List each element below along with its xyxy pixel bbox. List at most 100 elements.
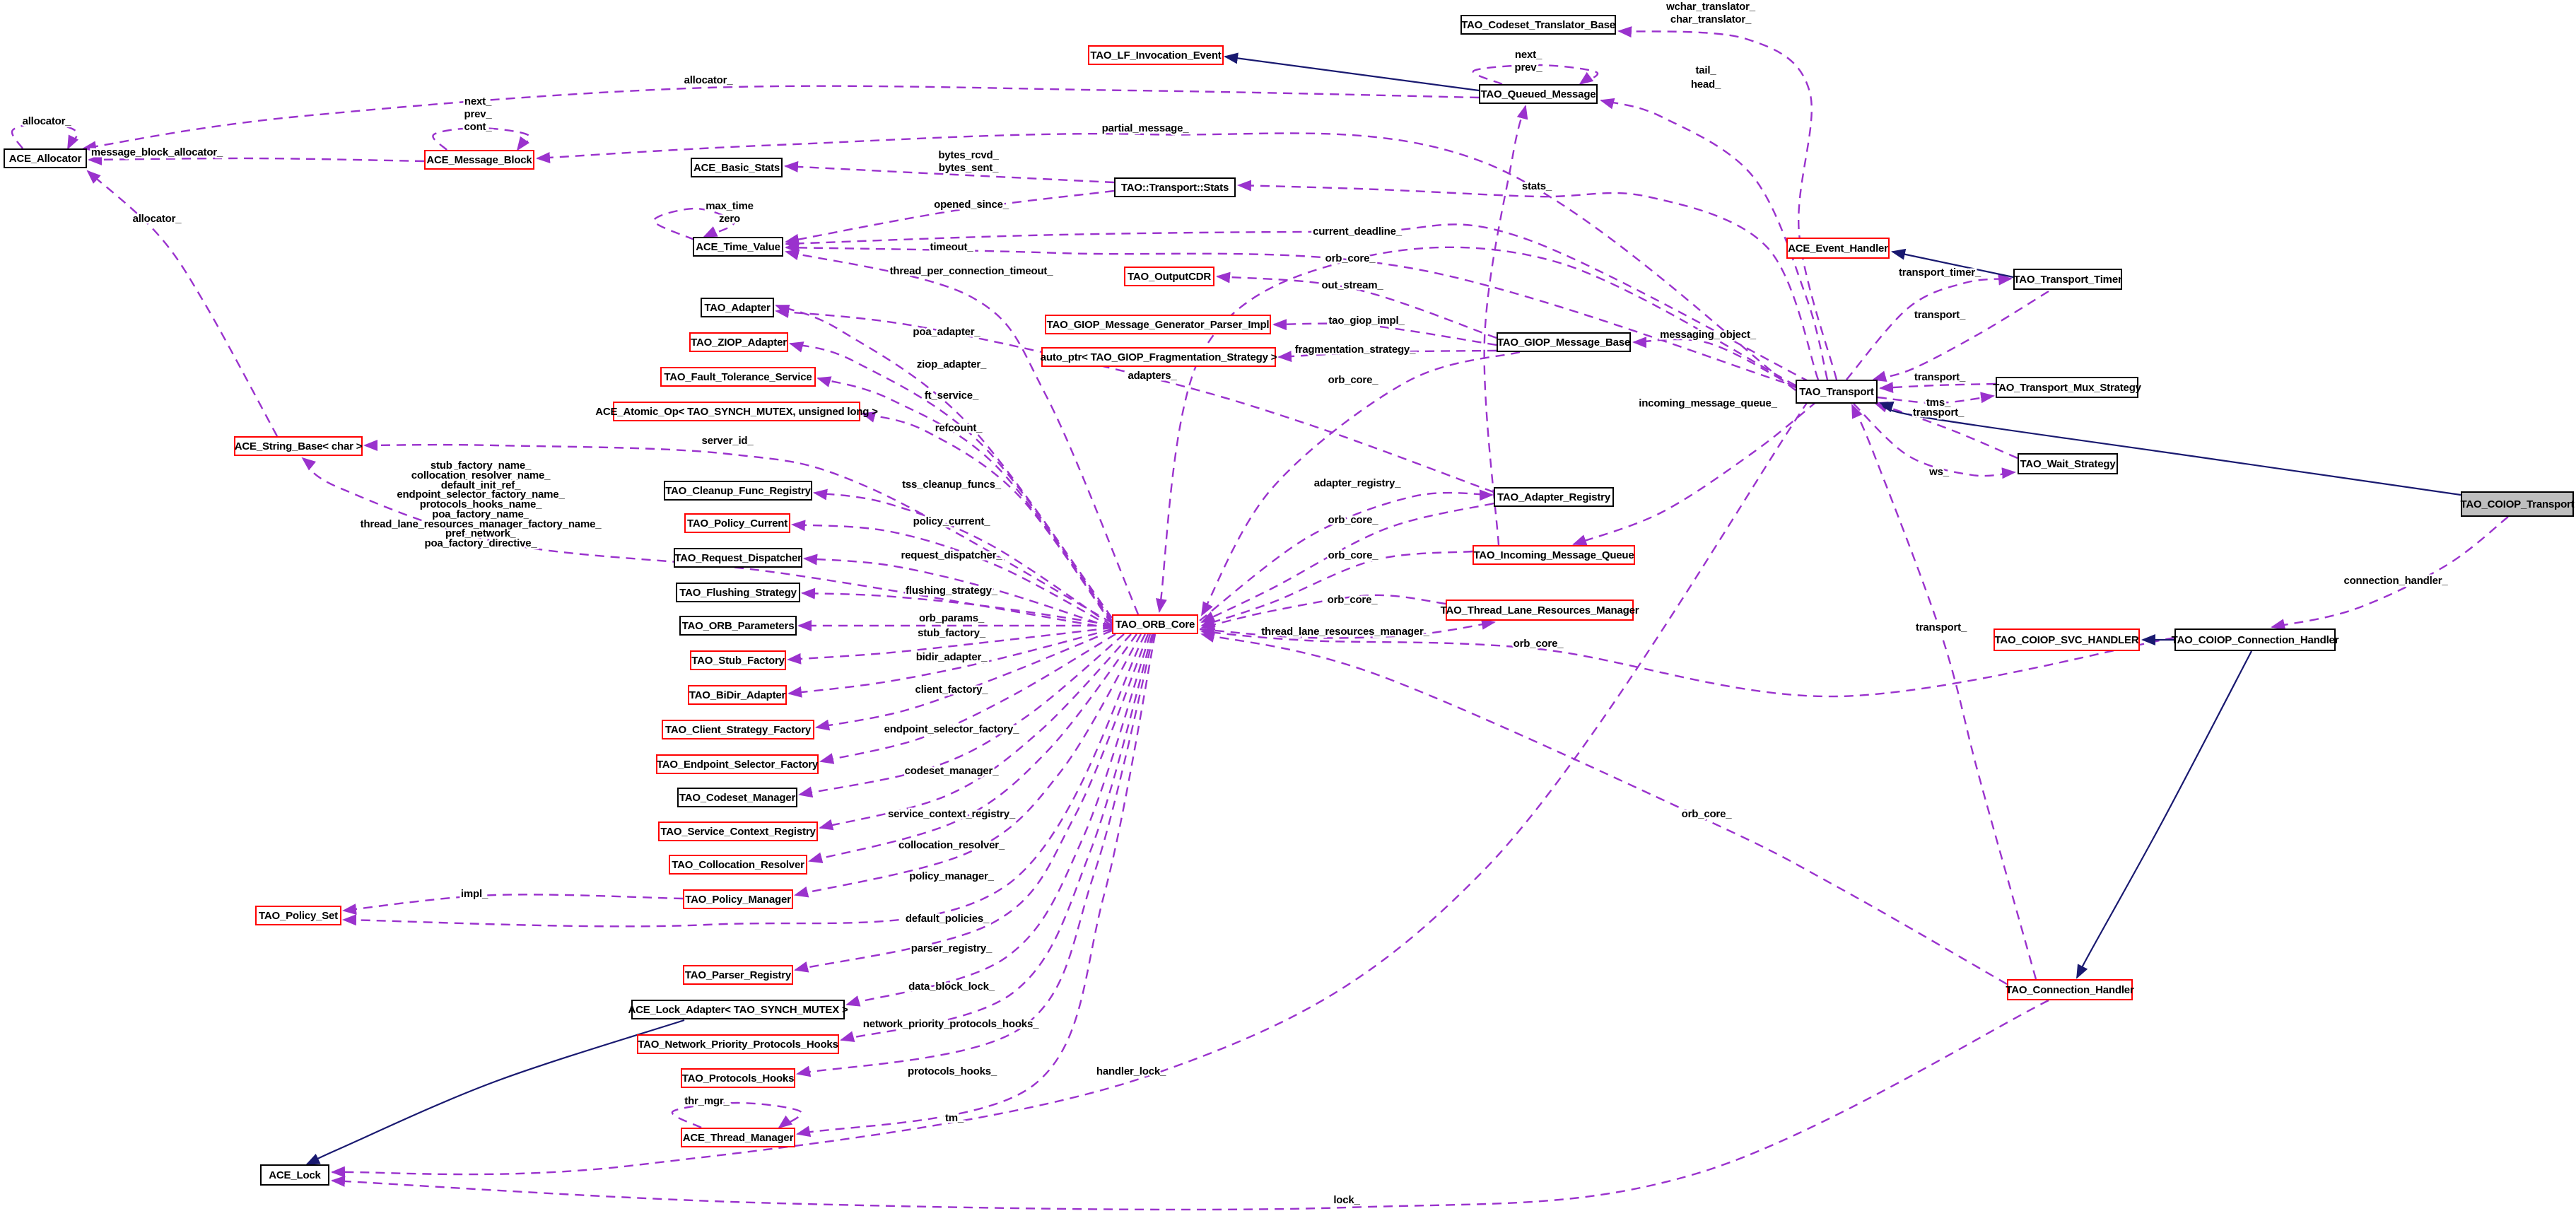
edge-label-transport: transport_ <box>1916 621 1967 633</box>
node-adapter_registry[interactable]: TAO_Adapter_Registry <box>1494 487 1614 507</box>
edge-orb_core-to-lock_adapter <box>845 633 1152 1007</box>
node-ace_time_value[interactable]: ACE_Time_Value <box>693 237 783 257</box>
edge-label-thread_lane_resources_manager_factory_name: thread_lane_resources_manager_factory_na… <box>361 518 602 530</box>
node-coiop_connection_handler[interactable]: TAO_COIOP_Connection_Handler <box>2172 628 2339 651</box>
edge-label-ws: ws_ <box>1928 466 1950 478</box>
edge-incoming_message_queue-to-orb_core <box>1200 550 1473 627</box>
edge-coiop_connection_handler-to-connection_handler <box>2076 650 2252 979</box>
node-codeset_translator_base[interactable]: TAO_Codeset_Translator_Base <box>1460 15 1616 35</box>
node-output_cdr[interactable]: TAO_OutputCDR <box>1124 267 1214 286</box>
node-policy_current[interactable]: TAO_Policy_Current <box>684 513 790 533</box>
node-coiop_transport[interactable]: TAO_COIOP_Transport <box>2461 491 2575 517</box>
edge-label-message_block_allocator: message_block_allocator_ <box>91 146 223 158</box>
edge-label-allocator: allocator_ <box>23 115 72 127</box>
node-transport_mux_strategy[interactable]: TAO_Transport_Mux_Strategy <box>1993 377 2141 398</box>
node-service_context_registry[interactable]: TAO_Service_Context_Registry <box>658 821 818 841</box>
edge-coiop_transport-to-transport <box>1879 402 2461 496</box>
edge-transport_stats-to-ace_basic_stats <box>784 160 1115 184</box>
edge-label-thr_mgr: thr_mgr_ <box>684 1095 730 1107</box>
edge-transport-to-queued_message <box>1600 98 1829 380</box>
edge-lock_adapter-to-ace_lock <box>305 1019 685 1165</box>
edge-orb_core-to-collocation_resolver <box>808 633 1137 864</box>
edge-transport-to-transport_stats <box>1237 180 1820 380</box>
edge-giop_message_base-to-output_cdr <box>1216 271 1497 339</box>
node-cleanup_func_registry[interactable]: TAO_Cleanup_Func_Registry <box>664 481 812 501</box>
edge-policy_manager-to-policy_set <box>342 894 684 916</box>
edge-label-wchar_translator: wchar_translator_ <box>1665 1 1756 13</box>
edge-ace_thread_manager-to-ace_thread_manager <box>671 1101 802 1129</box>
node-ace_allocator[interactable]: ACE_Allocator <box>4 148 87 168</box>
edge-label-pref_network: pref_network_ <box>445 527 517 539</box>
node-queued_message[interactable]: TAO_Queued_Message <box>1479 84 1598 104</box>
node-parser_registry[interactable]: TAO_Parser_Registry <box>683 965 793 985</box>
node-coiop_svc_handler[interactable]: TAO_COIOP_SVC_HANDLER <box>1994 628 2140 651</box>
edge-label-orb_core: orb_core_ <box>1328 594 1378 606</box>
node-ace_lock[interactable]: ACE_Lock <box>260 1164 329 1186</box>
edge-orb_core-to-stub_factory <box>787 626 1113 665</box>
node-flushing_strategy[interactable]: TAO_Flushing_Strategy <box>676 583 800 602</box>
node-bidir_adapter[interactable]: TAO_BiDir_Adapter <box>688 685 787 705</box>
edge-ace_allocator-to-ace_allocator <box>11 122 79 150</box>
node-client_strategy_factory[interactable]: TAO_Client_Strategy_Factory <box>662 720 814 739</box>
node-connection_handler[interactable]: TAO_Connection_Handler <box>2006 979 2134 1000</box>
edge-label-timeout: timeout_ <box>930 241 974 253</box>
node-ace_event_handler[interactable]: ACE_Event_Handler <box>1786 238 1890 259</box>
node-wait_strategy[interactable]: TAO_Wait_Strategy <box>2018 453 2118 474</box>
edge-label-char_translator: char_translator_ <box>1670 13 1752 25</box>
node-codeset_manager[interactable]: TAO_Codeset_Manager <box>677 788 797 807</box>
node-ace_basic_stats[interactable]: ACE_Basic_Stats <box>691 158 783 177</box>
node-lock_adapter[interactable]: ACE_Lock_Adapter< TAO_SYNCH_MUTEX > <box>628 1000 848 1019</box>
node-policy_set[interactable]: TAO_Policy_Set <box>255 906 341 925</box>
node-ziop_adapter[interactable]: TAO_ZIOP_Adapter <box>689 332 788 352</box>
node-orb_parameters[interactable]: TAO_ORB_Parameters <box>679 616 797 636</box>
edge-transport-to-ace_lock <box>331 400 1809 1178</box>
edge-label-next: next_ <box>1515 49 1542 61</box>
edge-transport-to-orb_core <box>1156 246 1796 613</box>
node-transport_stats[interactable]: TAO::Transport::Stats <box>1114 177 1236 197</box>
edge-label-stub_factory: stub_factory_ <box>918 627 986 639</box>
edge-label-allocator: allocator_ <box>684 74 734 86</box>
node-collocation_resolver[interactable]: TAO_Collocation_Resolver <box>669 855 807 875</box>
node-giop_message_base[interactable]: TAO_GIOP_Message_Base <box>1497 332 1631 352</box>
node-transport[interactable]: TAO_Transport <box>1796 380 1878 404</box>
node-thread_lane_resources_manager[interactable]: TAO_Thread_Lane_Resources_Manager <box>1441 600 1639 621</box>
edge-ace_message_block-to-ace_allocator <box>88 153 425 165</box>
node-ace_message_block[interactable]: ACE_Message_Block <box>424 150 534 170</box>
node-atomic_op[interactable]: ACE_Atomic_Op< TAO_SYNCH_MUTEX, unsigned… <box>595 402 878 421</box>
edge-label-codeset_manager: codeset_manager_ <box>905 765 1000 777</box>
edge-orb_core-to-endpoint_selector_factory <box>819 633 1116 764</box>
edge-orb_core-to-atomic_op <box>861 411 1113 625</box>
edge-label-head: head_ <box>1691 78 1721 90</box>
edge-label-tao_giop_impl: tao_giop_impl_ <box>1328 315 1405 327</box>
edge-label-messaging_object: messaging_object_ <box>1660 329 1757 341</box>
edge-transport-to-wait_strategy <box>1853 403 2016 479</box>
node-stub_factory[interactable]: TAO_Stub_Factory <box>690 650 786 670</box>
node-policy_manager[interactable]: TAO_Policy_Manager <box>683 889 793 909</box>
edge-label-stub_factory_name: stub_factory_name_ <box>431 460 532 472</box>
edge-label-tss_cleanup_funcs: tss_cleanup_funcs_ <box>902 479 1002 491</box>
node-protocols_hooks[interactable]: TAO_Protocols_Hooks <box>681 1068 795 1088</box>
node-endpoint_selector_factory[interactable]: TAO_Endpoint_Selector_Factory <box>656 754 819 774</box>
edge-label-stats: stats_ <box>1522 180 1552 192</box>
node-auto_ptr_frag[interactable]: auto_ptr< TAO_GIOP_Fragmentation_Strateg… <box>1041 347 1277 367</box>
edge-label-service_context_registry: service_context_registry_ <box>888 808 1016 820</box>
edge-label-out_stream: out_stream_ <box>1321 279 1383 291</box>
node-ace_thread_manager[interactable]: ACE_Thread_Manager <box>681 1128 795 1147</box>
node-network_priority_hooks[interactable]: TAO_Network_Priority_Protocols_Hooks <box>637 1034 839 1054</box>
node-request_dispatcher[interactable]: TAO_Request_Dispatcher <box>674 548 802 568</box>
node-lf_invocation_event[interactable]: TAO_LF_Invocation_Event <box>1088 45 1224 65</box>
node-incoming_message_queue[interactable]: TAO_Incoming_Message_Queue <box>1473 545 1635 565</box>
edge-label-tms: tms_ <box>1926 397 1951 409</box>
edge-orb_core-to-parser_registry <box>794 633 1149 973</box>
node-string_base[interactable]: ACE_String_Base< char > <box>234 436 363 456</box>
node-transport_timer[interactable]: TAO_Transport_Timer <box>2013 269 2122 290</box>
edge-label-orb_core: orb_core_ <box>1328 549 1379 561</box>
node-adapter[interactable]: TAO_Adapter <box>701 298 774 317</box>
node-orb_core[interactable]: TAO_ORB_Core <box>1112 614 1198 634</box>
edge-transport_stats-to-ace_time_value <box>785 189 1115 245</box>
edge-orb_core-to-bidir_adapter <box>788 628 1113 698</box>
edge-label-tm: tm_ <box>945 1112 964 1124</box>
node-giop_mgpi[interactable]: TAO_GIOP_Message_Generator_Parser_Impl <box>1045 315 1271 334</box>
edge-label-ziop_adapter: ziop_adapter_ <box>917 358 987 370</box>
node-fault_tolerance[interactable]: TAO_Fault_Tolerance_Service <box>660 367 816 387</box>
